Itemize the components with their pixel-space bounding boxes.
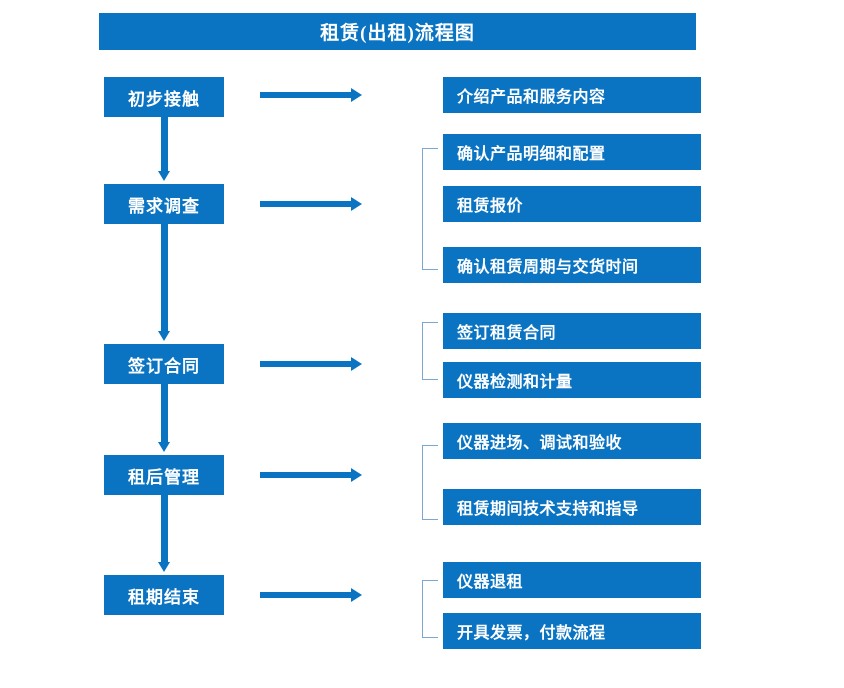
group-bracket-需求调查 (422, 148, 438, 270)
group-bracket-租后管理 (422, 445, 438, 520)
stage-box-初步接触[interactable]: 初步接触 (104, 77, 224, 117)
right-arrow-icon-4 (260, 468, 362, 482)
detail-box-介绍产品和服务内容[interactable]: 介绍产品和服务内容 (443, 77, 701, 113)
right-arrow-icon-1 (260, 88, 362, 102)
right-arrow-icon-3 (260, 357, 362, 371)
group-bracket-签订合同 (422, 322, 438, 380)
detail-box-仪器进场调试和验收[interactable]: 仪器进场、调试和验收 (443, 423, 701, 459)
stage-box-租后管理[interactable]: 租后管理 (104, 455, 224, 495)
detail-box-确认租赁周期与交货时间[interactable]: 确认租赁周期与交货时间 (443, 247, 701, 283)
stage-box-签订合同[interactable]: 签订合同 (104, 344, 224, 384)
down-arrow-icon-1 (158, 117, 170, 181)
detail-box-签订租赁合同[interactable]: 签订租赁合同 (443, 313, 701, 349)
group-bracket-租期结束 (422, 580, 438, 638)
page-title: 租赁(出租)流程图 (99, 13, 696, 50)
detail-box-开具发票付款流程[interactable]: 开具发票，付款流程 (443, 613, 701, 649)
detail-box-确认产品明细和配置[interactable]: 确认产品明细和配置 (443, 134, 701, 170)
down-arrow-icon-3 (158, 384, 170, 452)
detail-box-仪器退租[interactable]: 仪器退租 (443, 562, 701, 598)
stage-box-需求调查[interactable]: 需求调查 (104, 184, 224, 224)
stage-box-租期结束[interactable]: 租期结束 (104, 575, 224, 615)
detail-box-租赁报价[interactable]: 租赁报价 (443, 186, 701, 222)
down-arrow-icon-2 (158, 224, 170, 341)
down-arrow-icon-4 (158, 495, 170, 572)
right-arrow-icon-5 (260, 588, 362, 602)
right-arrow-icon-2 (260, 197, 362, 211)
detail-box-租赁期间技术支持和指导[interactable]: 租赁期间技术支持和指导 (443, 489, 701, 525)
detail-box-仪器检测和计量[interactable]: 仪器检测和计量 (443, 362, 701, 398)
